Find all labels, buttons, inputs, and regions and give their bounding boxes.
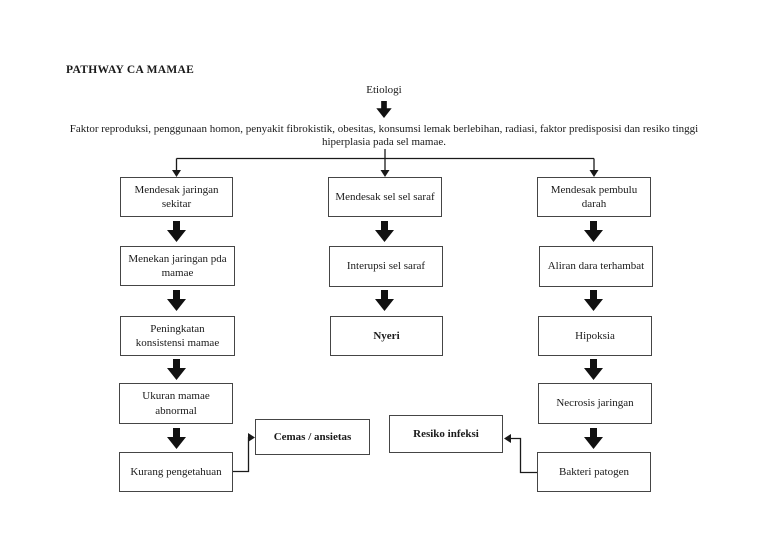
node-ukuran-mamae-abnormal: Ukuran mamae abnormal: [119, 383, 233, 424]
node-bakteri-patogen: Bakteri patogen: [537, 452, 651, 492]
down-arrow-icon: [584, 359, 603, 380]
node-menekan-jaringan-pda-mamae: Menekan jaringan pda mamae: [120, 246, 235, 286]
down-arrow-icon: [167, 290, 186, 311]
node-mendesak-pembulu-darah: Mendesak pembulu darah: [537, 177, 651, 217]
down-arrow-icon: [584, 290, 603, 311]
node-resiko-infeksi: Resiko infeksi: [389, 415, 503, 453]
etiology-description-line2: hiperplasia pada sel mamae.: [321, 136, 446, 148]
page-title: PATHWAY CA MAMAE: [66, 64, 195, 76]
node-mendesak-sel-sel-saraf: Mendesak sel sel saraf: [328, 177, 442, 217]
down-arrow-icon: [375, 221, 394, 242]
node-peningkatan-konsistensi-mamae: Peningkatan konsistensi mamae: [120, 316, 235, 356]
node-nyeri: Nyeri: [330, 316, 443, 356]
etiology-description-line1: Faktor reproduksi, penggunaan homon, pen…: [69, 123, 699, 135]
etiology-label: Etiologi: [366, 84, 402, 96]
node-kurang-pengetahuan: Kurang pengetahuan: [119, 452, 233, 492]
down-arrow-icon: [584, 428, 603, 449]
node-aliran-dara-terhambat: Aliran dara terhambat: [539, 246, 653, 287]
down-arrow-icon: [375, 290, 394, 311]
node-mendesak-jaringan-sekitar: Mendesak jaringan sekitar: [120, 177, 233, 217]
down-arrow-icon: [167, 428, 186, 449]
down-arrow-icon: [584, 221, 603, 242]
node-hipoksia: Hipoksia: [538, 316, 652, 356]
down-arrow-icon: [376, 101, 392, 118]
down-arrow-icon: [167, 359, 186, 380]
node-interupsi-sel-saraf: Interupsi sel saraf: [329, 246, 443, 287]
down-arrow-icon: [167, 221, 186, 242]
node-necrosis-jaringan: Necrosis jaringan: [538, 383, 652, 424]
node-cemas-ansietas: Cemas / ansietas: [255, 419, 370, 455]
